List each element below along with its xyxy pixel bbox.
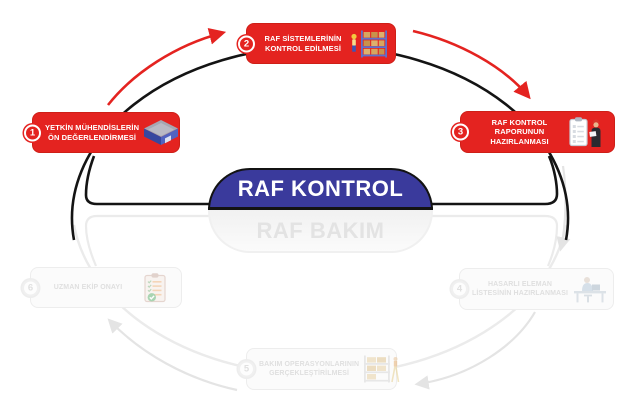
approval-checklist-icon xyxy=(133,272,181,304)
step-label: RAF SİSTEMLERİNİN KONTROL EDİLMESİ xyxy=(264,34,342,53)
maintenance-rack-icon xyxy=(359,354,407,384)
arrow-step1-to-step2 xyxy=(106,28,227,106)
active-connector-right xyxy=(432,155,559,206)
step-label: YETKİN MÜHENDİSLERİN ÖN DEĞERLENDİRMESİ xyxy=(45,123,140,142)
step-number-badge: 6 xyxy=(22,279,39,296)
cycle-title-inactive: RAF BAKIM xyxy=(208,210,433,253)
step-label: BAKIM OPERASYONLARININ GERÇEKLEŞTİRİLMES… xyxy=(259,361,360,377)
active-connector-left xyxy=(84,155,209,206)
step-4-box: 4 HASARLI ELEMAN LİSTESİNİN HAZIRLANMASI xyxy=(451,268,616,310)
diagram-subtitle: RAF BAKIM xyxy=(256,217,385,243)
step-number-badge: 4 xyxy=(451,280,468,298)
step-3-box: 3 RAF KONTROL RAPORUNUN HAZIRLANMASI xyxy=(452,111,615,153)
step-number-badge: 2 xyxy=(238,35,255,52)
step-label: RAF KONTROL RAPORUNUN HAZIRLANMASI xyxy=(490,117,549,146)
step-1-box: 1 YETKİN MÜHENDİSLERİN ÖN DEĞERLENDİRMES… xyxy=(24,112,180,153)
step-number-badge: 3 xyxy=(452,123,469,141)
step-6-box: 6 UZMAN EKİP ONAYI xyxy=(22,267,182,308)
inactive-connector-right xyxy=(432,214,559,267)
rack-inspection-icon xyxy=(347,29,395,59)
cycle-title-active: RAF KONTROL xyxy=(208,168,433,210)
arrow-step2-to-step3 xyxy=(412,29,531,100)
arrow-step3-to-step4 xyxy=(556,165,571,252)
desk-work-icon xyxy=(568,274,616,304)
step-2-box: 2 RAF SİSTEMLERİNİN KONTROL EDİLMESİ xyxy=(238,23,396,64)
step-label: HASARLI ELEMAN LİSTESİNİN HAZIRLANMASI xyxy=(472,281,569,297)
step-label: UZMAN EKİP ONAYI xyxy=(53,284,123,291)
arrow-step4-to-step5 xyxy=(414,311,536,390)
report-person-icon xyxy=(566,116,614,148)
step-number-badge: 5 xyxy=(238,360,255,378)
arrow-step5-to-step6 xyxy=(107,318,238,392)
inactive-connector-left xyxy=(84,214,209,267)
step-5-box: 5 BAKIM OPERASYONLARININ GERÇEKLEŞTİRİLM… xyxy=(238,348,400,390)
diagram-title: RAF KONTROL xyxy=(237,175,404,201)
step-number-badge: 1 xyxy=(24,124,41,141)
warehouse-icon xyxy=(139,119,187,146)
